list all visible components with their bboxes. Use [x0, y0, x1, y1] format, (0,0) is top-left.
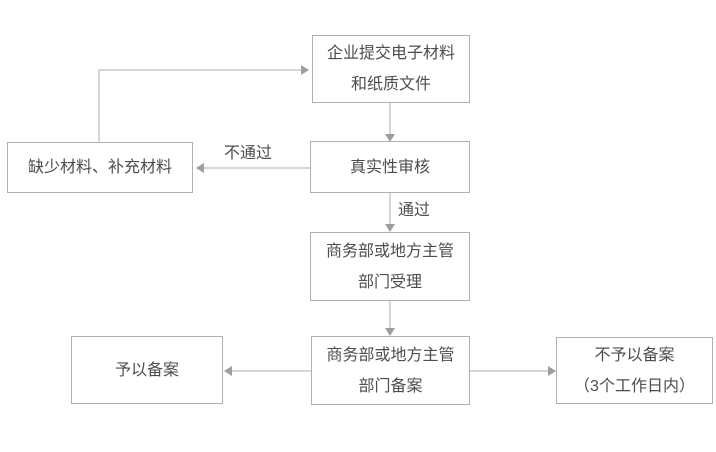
- node-label-line: （3个工作日内）: [574, 377, 695, 395]
- edge-label-fail: 不通过: [224, 144, 273, 164]
- edge-label-pass: 通过: [398, 201, 431, 221]
- node-label-line: 真实性审核: [349, 158, 430, 176]
- node-label-line: 部门备案: [358, 377, 423, 395]
- node-label-line: 企业提交电子材料: [326, 45, 455, 62]
- node-filing-denied: 不予以备案 （3个工作日内）: [556, 337, 713, 404]
- node-department-filing: 商务部或地方主管 部门备案: [311, 336, 470, 405]
- node-label-line: 商务部或地方主管: [326, 346, 455, 364]
- arrowhead-right-icon: [301, 65, 309, 75]
- node-label-line: 和纸质文件: [350, 76, 431, 93]
- node-missing-materials: 缺少材料、补充材料: [7, 142, 193, 193]
- arrowhead-right-icon: [548, 366, 556, 376]
- arrowhead-left-icon: [196, 163, 204, 173]
- node-label-line: 予以备案: [114, 361, 179, 379]
- node-label-line: 不予以备案: [594, 346, 675, 364]
- node-label-line: 缺少材料、补充材料: [27, 159, 172, 176]
- node-submit-materials: 企业提交电子材料 和纸质文件: [312, 35, 470, 103]
- node-department-acceptance: 商务部或地方主管 部门受理: [310, 232, 470, 301]
- node-label-line: 部门受理: [357, 273, 422, 291]
- arrowhead-down-icon: [385, 224, 395, 232]
- node-label-line: 商务部或地方主管: [325, 242, 454, 260]
- node-authenticity-review: 真实性审核: [310, 141, 470, 193]
- node-filing-granted: 予以备案: [71, 336, 223, 404]
- arrowhead-down-icon: [385, 328, 395, 336]
- connector-missing-to-submit: [98, 69, 301, 142]
- arrowhead-left-icon: [224, 366, 232, 376]
